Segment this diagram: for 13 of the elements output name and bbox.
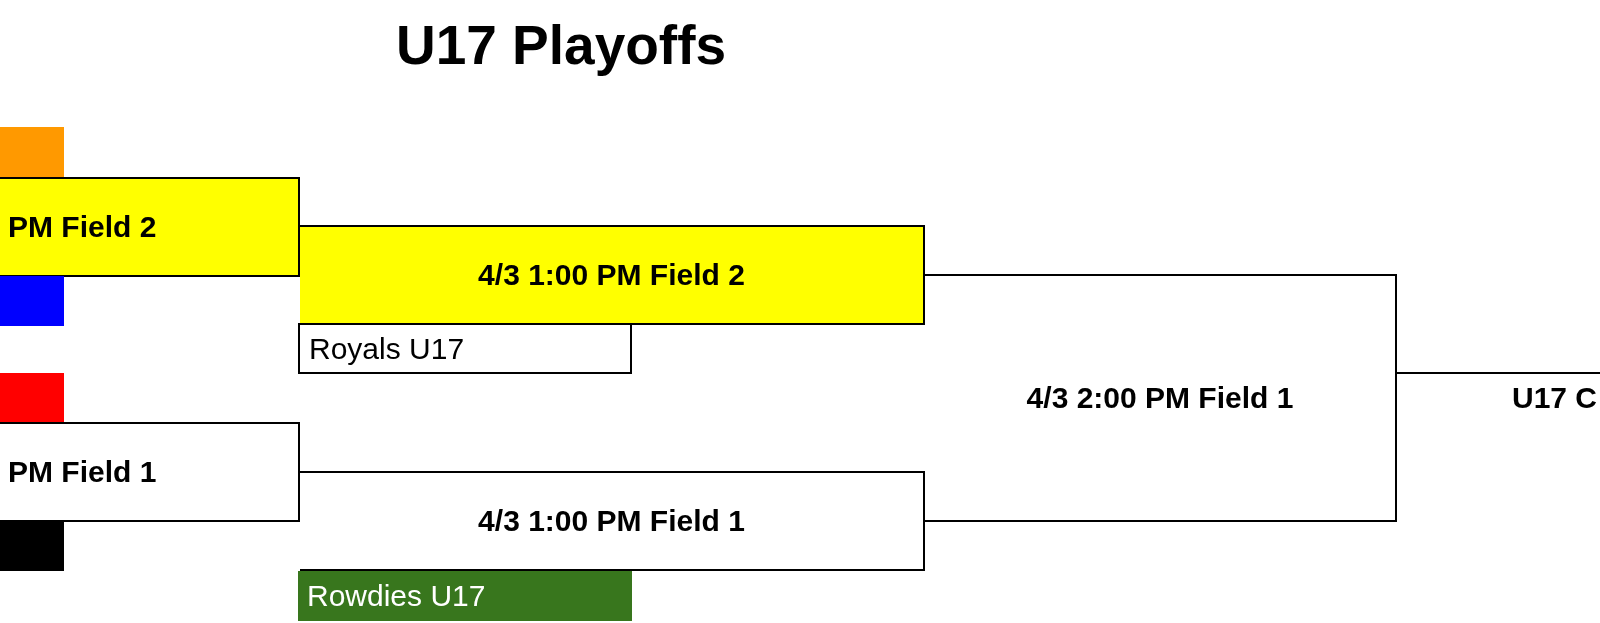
final-slot: U17 C (1397, 372, 1600, 422)
match-bracket: 4/3 2:00 PM Field 1 (925, 274, 1397, 522)
title: U17 Playoffs (395, 15, 727, 75)
match-box: 4/3 1:00 PM Field 2 (300, 225, 925, 325)
team-slot (0, 276, 64, 326)
team-box: Rowdies U17 (298, 571, 632, 621)
team-box: Royals U17 (298, 323, 632, 374)
match-box: 4/3 1:00 PM Field 1 (300, 471, 925, 571)
match-box: PM Field 2 (0, 177, 300, 277)
team-slot (0, 521, 64, 571)
match-box: PM Field 1 (0, 422, 300, 522)
team-slot (0, 127, 64, 177)
team-slot (0, 373, 64, 422)
